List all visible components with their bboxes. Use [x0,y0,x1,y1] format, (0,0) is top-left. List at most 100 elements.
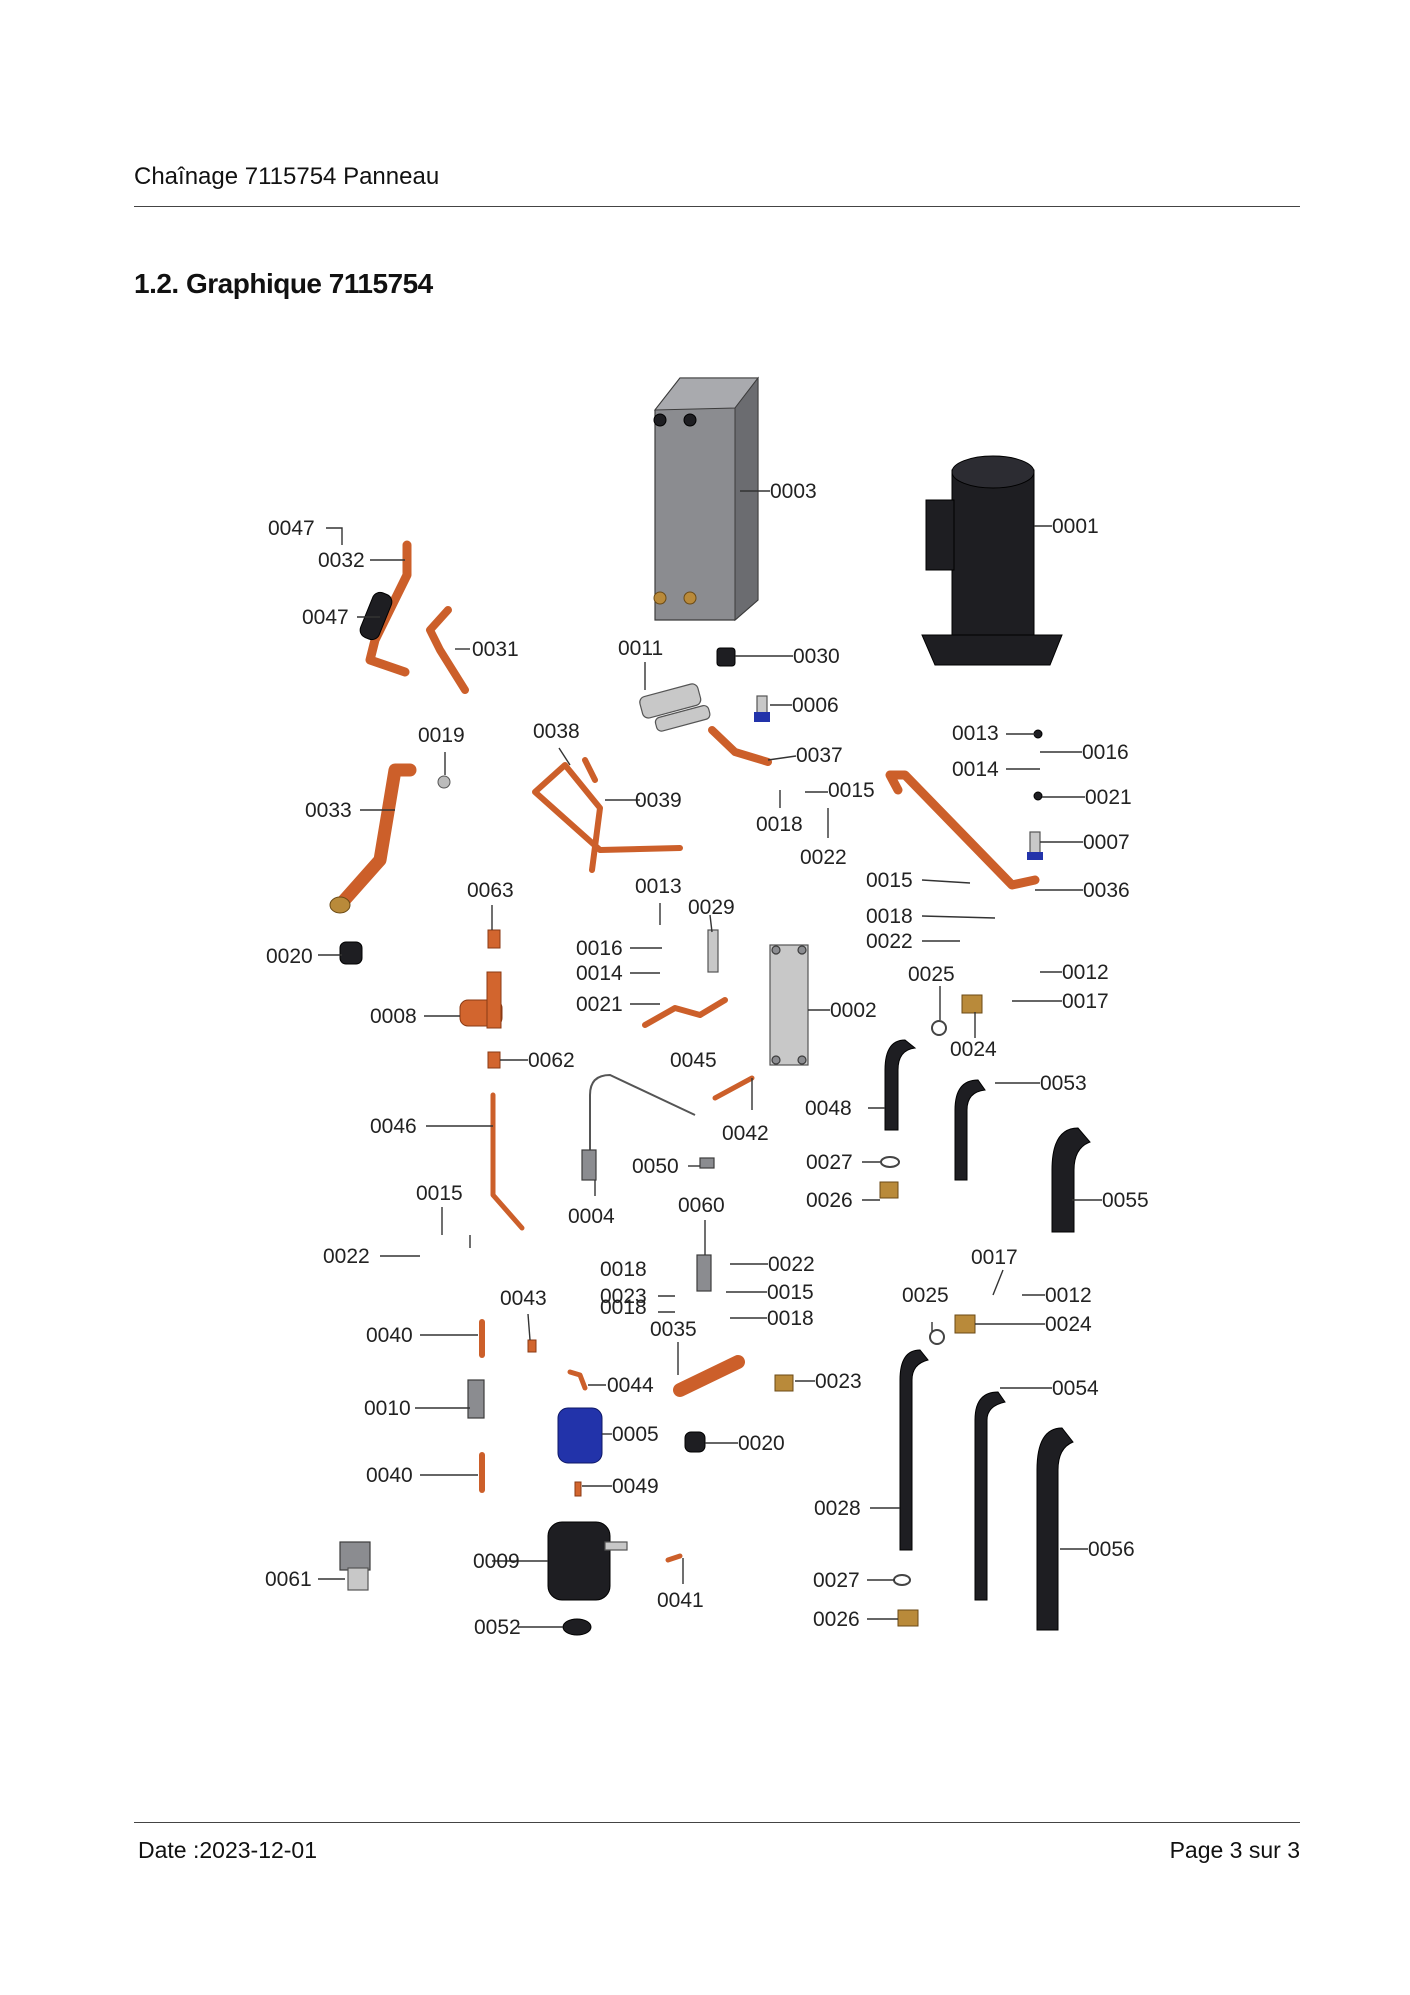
part-label-0045: 0045 [670,1049,717,1072]
part-label-0022: 0022 [800,846,847,869]
part-0039-tube-b [582,757,598,783]
part-label-0018: 0018 [767,1307,814,1330]
part-0024-fitting-b [954,1314,976,1334]
part-label-0043: 0043 [500,1287,547,1310]
part-label-0021: 0021 [1085,786,1132,809]
part-label-0061: 0061 [265,1568,312,1591]
part-0061-valve [339,1541,371,1591]
part-label-0041: 0041 [657,1589,704,1612]
part-0056-hose [1036,1427,1074,1631]
footer-date: Date :2023-12-01 [138,1837,318,1863]
part-label-0026: 0026 [813,1608,860,1631]
part-label-0024: 0024 [1045,1313,1092,1336]
part-0031-bend [426,606,469,694]
part-0062-fitting [487,1051,501,1069]
part-label-0019: 0019 [418,724,465,747]
part-label-0055: 0055 [1102,1189,1149,1212]
part-label-0007: 0007 [1083,831,1130,854]
part-0041-fitting [665,1553,683,1563]
part-0052-cap [562,1618,592,1636]
header-divider [134,206,1300,207]
part-label-0001: 0001 [1052,515,1099,538]
part-label-0046: 0046 [370,1115,417,1138]
part-0001-compressor [921,455,1063,666]
part-label-0035: 0035 [650,1318,697,1341]
part-label-0012: 0012 [1062,961,1109,984]
part-label-0017: 0017 [971,1246,1018,1269]
part-label-0003: 0003 [770,480,817,503]
leader-lines [318,490,1102,1628]
part-0020-cap-b [684,1431,706,1453]
part-label-0018: 0018 [866,905,913,928]
part-label-0010: 0010 [364,1397,411,1420]
part-label-0018: 0018 [600,1258,647,1281]
part-label-0056: 0056 [1088,1538,1135,1561]
part-0021-cap [1033,791,1043,801]
part-0036-tube [885,770,1040,890]
part-0026-nut-b [897,1609,919,1627]
part-0044-tube [567,1369,588,1391]
part-label-0040: 0040 [366,1464,413,1487]
part-0035-tube [673,1355,745,1397]
part-label-0022: 0022 [866,930,913,953]
part-label-0012: 0012 [1045,1284,1092,1307]
part-0023-fitting [774,1374,794,1392]
part-0028-hose [899,1349,929,1551]
part-label-0026: 0026 [806,1189,853,1212]
part-0055-hose [1051,1127,1091,1233]
part-label-0025: 0025 [908,963,955,986]
part-label-0047: 0047 [302,606,349,629]
part-0011-distributor [639,683,711,732]
part-0025-clamp [931,1020,947,1036]
part-label-0008: 0008 [370,1005,417,1028]
part-0003-heat-exchanger [653,376,760,622]
part-0038-0039-tube [532,762,683,873]
part-0033-tube [333,763,417,912]
part-label-0042: 0042 [722,1122,769,1145]
part-label-0017: 0017 [1062,990,1109,1013]
part-label-0014: 0014 [952,758,999,781]
part-label-0016: 0016 [576,937,623,960]
part-label-0011: 0011 [618,637,663,660]
section-title: 1.2. Graphique 7115754 [134,268,433,299]
part-label-0030: 0030 [793,645,840,668]
page-header-title: Chaînage 7115754 Panneau [134,163,440,190]
part-0025-clamp-b [929,1329,945,1345]
part-label-0038: 0038 [533,720,580,743]
part-0027-washer [880,1156,900,1168]
footer-page-number: Page 3 sur 3 [1169,1837,1300,1863]
part-0060-valve [696,1254,712,1292]
part-label-0063: 0063 [467,879,514,902]
part-0010-valve [467,1379,485,1419]
part-0004-valve [581,1149,597,1181]
part-label-0013: 0013 [952,722,999,745]
part-label-0025: 0025 [902,1284,949,1307]
part-label-0037: 0037 [796,744,843,767]
part-0048-hose [884,1039,917,1131]
part-0029-valve [707,929,719,973]
part-label-0050: 0050 [632,1155,679,1178]
part-0050-valve-core [699,1157,715,1169]
part-label-0048: 0048 [805,1097,852,1120]
part-0008-filter [459,971,503,1029]
part-0007-sensor [1027,831,1043,860]
part-0026-nut [879,1181,899,1199]
part-label-0036: 0036 [1083,879,1130,902]
part-label-0005: 0005 [612,1423,659,1446]
part-label-0033: 0033 [305,799,352,822]
part-label-0062: 0062 [528,1049,575,1072]
part-0045-tube [642,997,728,1028]
part-0032-tube [359,540,412,677]
part-label-0024: 0024 [950,1038,997,1061]
part-0020-cap [339,941,363,965]
part-label-0031: 0031 [472,638,519,661]
part-0053-hose [954,1079,986,1181]
part-label-0053: 0053 [1040,1072,1087,1095]
part-0063-fitting [487,929,501,949]
part-label-0016: 0016 [1082,741,1129,764]
part-0005-receiver [557,1407,603,1464]
part-label-0060: 0060 [678,1194,725,1217]
part-0033-end [329,896,351,914]
